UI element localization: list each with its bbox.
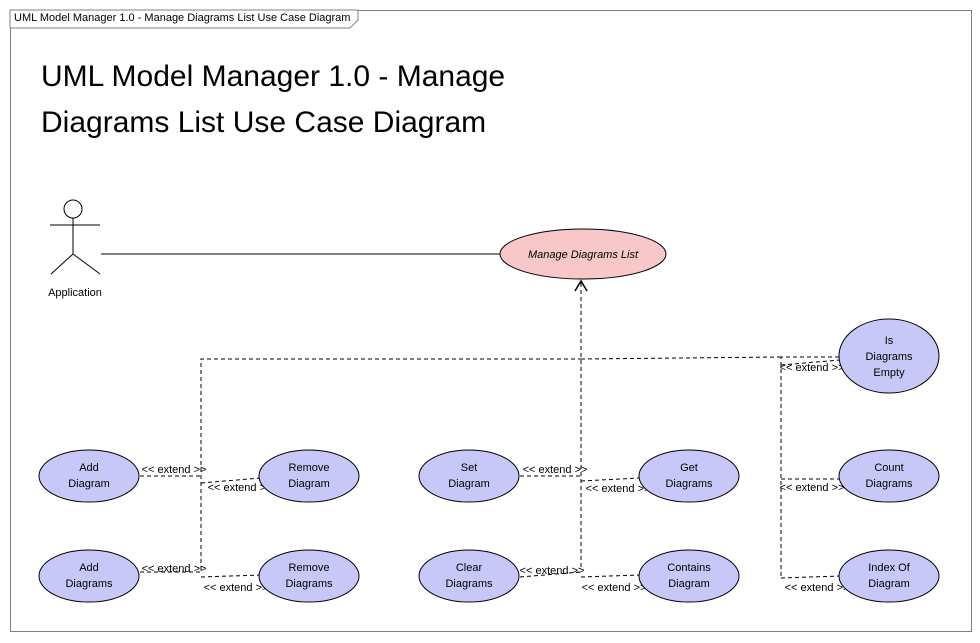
use-case-remove-diagram[interactable]: Remove Diagram — [258, 449, 360, 503]
use-case-remove-diagrams[interactable]: Remove Diagrams — [258, 549, 360, 603]
use-case-label: Contains — [667, 562, 711, 574]
actor-label: Application — [48, 287, 102, 299]
use-case-get-diagrams[interactable]: Get Diagrams — [638, 449, 740, 503]
use-case-ellipse[interactable] — [838, 318, 940, 394]
use-case-label: Add — [79, 562, 99, 574]
use-case-label: Remove — [289, 562, 330, 574]
use-case-manage-diagrams-list[interactable]: Manage Diagrams List — [499, 228, 667, 280]
use-case-label: Remove — [289, 462, 330, 474]
use-case-ellipse[interactable] — [499, 228, 667, 280]
use-case-label: Diagrams — [665, 478, 713, 490]
use-case-label: Diagram — [68, 478, 110, 490]
use-case-is-diagrams-empty[interactable]: Is Diagrams Empty — [838, 318, 940, 394]
use-case-label: Diagrams — [65, 578, 113, 590]
use-case-ellipse[interactable] — [258, 449, 360, 503]
use-case-label: Index Of — [868, 562, 911, 574]
extend-label: << extend >> — [208, 482, 273, 494]
use-case-set-diagram[interactable]: Set Diagram — [418, 449, 520, 503]
extend-label: << extend >> — [780, 362, 845, 374]
use-case-label: Add — [79, 462, 99, 474]
use-case-label: Set — [461, 462, 478, 474]
use-case-ellipse[interactable] — [418, 449, 520, 503]
use-case-label: Diagram — [288, 478, 330, 490]
use-case-label: Empty — [873, 367, 905, 379]
use-case-ellipse[interactable] — [258, 549, 360, 603]
frame-tab-label: UML Model Manager 1.0 - Manage Diagrams … — [14, 12, 351, 24]
use-case-label: Is — [885, 335, 894, 347]
use-case-label: Diagrams — [865, 351, 913, 363]
extend-label: << extend >> — [523, 464, 588, 476]
actor-head — [63, 199, 83, 219]
diagram-frame — [10, 10, 972, 632]
use-case-ellipse[interactable] — [638, 449, 740, 503]
diagram-title-line-2: Diagrams List Use Case Diagram — [41, 106, 487, 139]
diagram-title-line-1: UML Model Manager 1.0 - Manage — [41, 60, 506, 93]
use-case-ellipse[interactable] — [38, 449, 140, 503]
use-case-label: Manage Diagrams List — [528, 249, 639, 261]
extend-label: << extend >> — [142, 464, 207, 476]
use-case-count-diagrams[interactable]: Count Diagrams — [838, 449, 940, 503]
extend-arrowhead — [574, 279, 588, 292]
use-case-label: Diagrams — [865, 478, 913, 490]
use-case-label: Get — [680, 462, 698, 474]
use-case-label: Clear — [456, 562, 483, 574]
extend-label: << extend >> — [785, 582, 850, 594]
use-case-add-diagrams[interactable]: Add Diagrams — [38, 549, 140, 603]
use-case-clear-diagrams[interactable]: Clear Diagrams — [418, 549, 520, 603]
extend-label: << extend >> — [204, 582, 269, 594]
use-case-ellipse[interactable] — [838, 449, 940, 503]
extend-label: << extend >> — [582, 582, 647, 594]
use-case-ellipse[interactable] — [638, 549, 740, 603]
extend-label: << extend >> — [142, 563, 207, 575]
use-case-label: Diagram — [868, 578, 910, 590]
use-case-label: Diagrams — [285, 578, 333, 590]
use-case-ellipse[interactable] — [38, 549, 140, 603]
actor-application[interactable] — [50, 199, 101, 275]
use-case-ellipse[interactable] — [418, 549, 520, 603]
extend-label: << extend >> — [780, 482, 845, 494]
use-case-index-of-diagram[interactable]: Index Of Diagram — [838, 549, 940, 603]
extend-label: << extend >> — [520, 565, 585, 577]
use-case-add-diagram[interactable]: Add Diagram — [38, 449, 140, 503]
extend-label: << extend >> — [586, 483, 651, 495]
use-case-label: Diagrams — [445, 578, 493, 590]
extend-connectors — [140, 283, 841, 579]
use-case-ellipse[interactable] — [838, 549, 940, 603]
use-case-label: Diagram — [668, 578, 710, 590]
use-case-label: Count — [874, 462, 903, 474]
use-case-contains-diagram[interactable]: Contains Diagram — [638, 549, 740, 603]
use-case-label: Diagram — [448, 478, 490, 490]
